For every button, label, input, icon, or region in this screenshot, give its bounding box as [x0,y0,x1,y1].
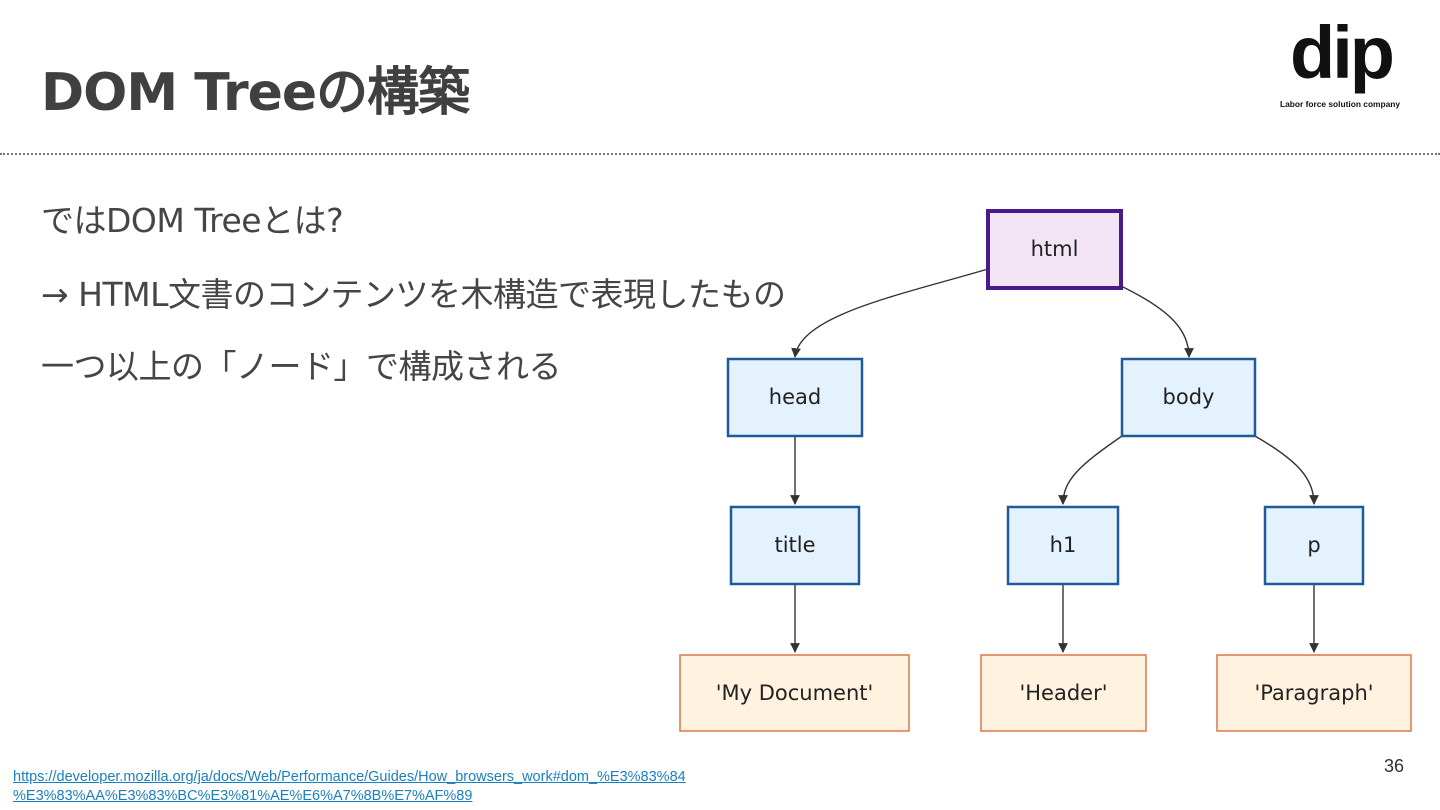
node-text-my-document-label: 'My Document' [716,681,874,705]
node-text-header: 'Header' [980,654,1147,732]
reference-link-line1: https://developer.mozilla.org/ja/docs/We… [13,769,686,785]
bullet-definition: → HTML文書のコンテンツを木構造で表現したもの [41,275,786,314]
logo-tagline: Labor force solution company [1280,99,1401,109]
edge-html-body [1120,285,1194,358]
node-html-label: html [1031,237,1079,261]
reference-link-line2: %E3%83%AA%E3%83%BC%E3%81%AE%E6%A7%8B%E7%… [13,788,473,804]
node-head: head [726,357,864,438]
node-html: html [986,209,1123,290]
node-p: p [1263,505,1365,586]
dip-logo: dip Labor force solution company [1278,16,1414,114]
node-body-label: body [1163,385,1215,409]
edges [790,268,1319,653]
node-text-my-document: 'My Document' [679,654,910,732]
edge-html-head [791,268,989,358]
node-title: title [729,505,861,586]
bullet-question: ではDOM Treeとは? [41,201,344,240]
node-text-paragraph: 'Paragraph' [1216,654,1412,732]
edge-body-p [1254,435,1319,505]
edge-body-h1 [1058,435,1123,505]
node-h1-label: h1 [1050,533,1077,557]
node-p-label: p [1307,533,1320,557]
node-h1: h1 [1006,505,1120,586]
page-number: 36 [1384,756,1405,776]
node-title-label: title [774,533,815,557]
reference-link[interactable]: https://developer.mozilla.org/ja/docs/We… [13,768,773,806]
node-head-label: head [769,385,821,409]
node-text-header-label: 'Header' [1019,681,1107,705]
node-body: body [1120,357,1257,438]
logo-wordmark: dip [1290,11,1395,94]
slide-title: DOM Treeの構築 [41,63,470,123]
header-divider [0,153,1440,155]
bullet-nodes: 一つ以上の「ノード」で構成される [41,347,562,386]
node-text-paragraph-label: 'Paragraph' [1254,681,1373,705]
